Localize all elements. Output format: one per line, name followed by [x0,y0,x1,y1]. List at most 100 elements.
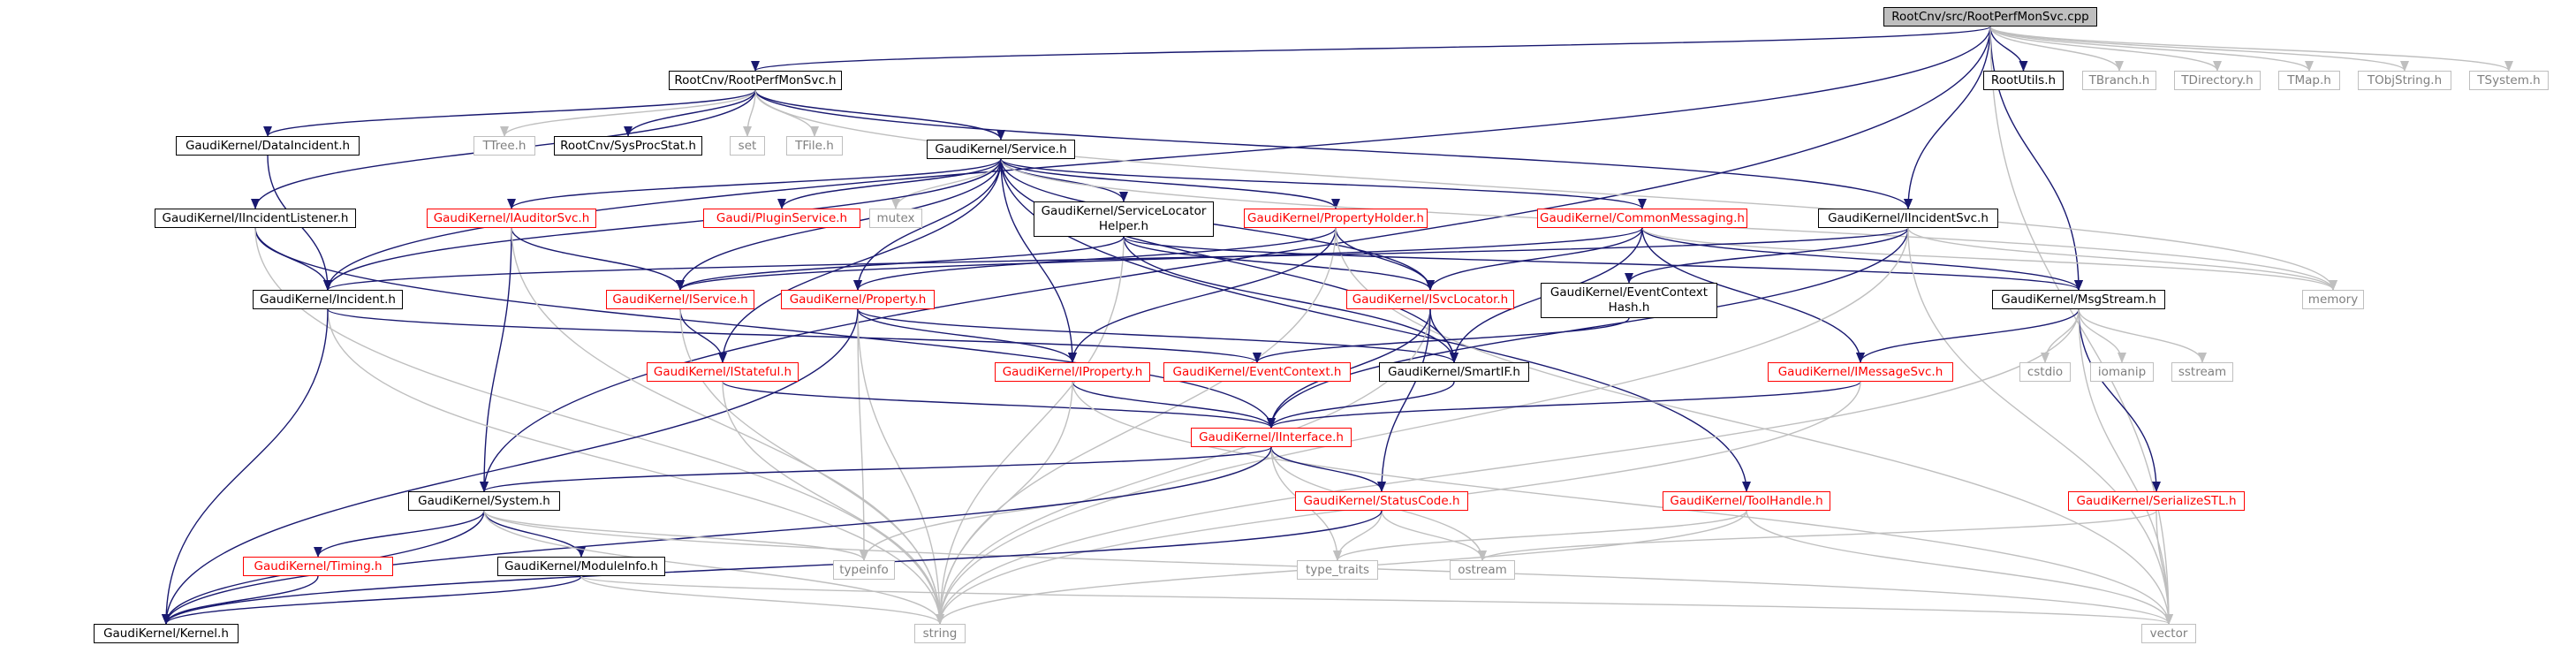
edge-iauditor-svc-h-to-iservice-h [511,227,685,291]
edge-root-perfmon-svc-cpp-to-incident-h [323,26,1991,291]
edge-service-h-to-mutex [891,158,1002,209]
node-common-messaging-h[interactable]: GaudiKernel/CommonMessaging.h [1537,209,1747,228]
edge-common-messaging-h-to-imessage-svc-h [1641,227,1865,363]
edge-msg-stream-h-to-vector [2078,308,2173,625]
edge-common-messaging-h-to-iservice-h [676,227,1643,291]
node-system-h[interactable]: GaudiKernel/System.h [408,491,560,511]
node-root-utils-h[interactable]: RootUtils.h [1983,71,2064,90]
edge-service-locator-helper-h-to-msg-stream-h [1123,236,2083,291]
edge-incident-h-to-kernel-h [162,308,329,625]
node-timing-h[interactable]: GaudiKernel/Timing.h [243,557,393,576]
edge-service-h-to-common-messaging-h [1000,158,1647,209]
edge-istateful-h-to-string [722,381,944,625]
edge-module-info-h-to-kernel-h [162,575,582,625]
node-service-locator-helper-h[interactable]: GaudiKernel/ServiceLocator Helper.h [1034,201,1214,237]
node-tobjstring-h[interactable]: TObjString.h [2358,71,2451,90]
node-sstream[interactable]: sstream [2171,362,2233,382]
edge-isvc-locator-h-to-iinterface-h [1267,308,1431,429]
edge-property-h-to-smartif-h [857,308,1458,363]
node-cstdio[interactable]: cstdio [2019,362,2071,382]
node-iauditor-svc-h[interactable]: GaudiKernel/IAuditorSvc.h [427,209,596,228]
node-vector[interactable]: vector [2141,624,2196,643]
edge-root-perfmon-svc-h-to-iincident-svc-h [754,89,1913,209]
node-event-context-hash-h[interactable]: GaudiKernel/EventContext Hash.h [1541,283,1717,318]
node-service-locator-helper-h-line1: GaudiKernel/ServiceLocator [1041,204,1207,218]
node-property-h[interactable]: GaudiKernel/Property.h [781,290,935,309]
node-service-h[interactable]: GaudiKernel/Service.h [927,140,1075,159]
edge-root-perfmon-svc-h-to-service-h [754,89,1005,140]
node-serialize-stl-h[interactable]: GaudiKernel/SerializeSTL.h [2068,491,2245,511]
node-set[interactable]: set [730,136,765,156]
node-tbranch-h[interactable]: TBranch.h [2082,71,2156,90]
edge-root-perfmon-svc-cpp-to-tsystem-h [1989,26,2513,72]
node-imessage-svc-h[interactable]: GaudiKernel/IMessageSvc.h [1768,362,1953,382]
node-status-code-h[interactable]: GaudiKernel/StatusCode.h [1295,491,1468,511]
edge-service-h-to-incident-h [323,158,1002,291]
edge-istateful-h-to-iinterface-h [722,381,1276,429]
node-event-context-h[interactable]: GaudiKernel/EventContext.h [1163,362,1351,382]
edge-imessage-svc-h-to-iinterface-h [1267,381,1861,429]
node-isvc-locator-h[interactable]: GaudiKernel/ISvcLocator.h [1346,290,1514,309]
edge-iincident-svc-h-to-iinterface-h [1267,227,1909,429]
edge-service-h-to-property-holder-h [1000,158,1340,209]
node-type-traits[interactable]: type_traits [1297,560,1378,580]
edge-msg-stream-h-to-imessage-svc-h [1856,308,2080,363]
node-iinterface-h[interactable]: GaudiKernel/IInterface.h [1191,428,1352,447]
edge-root-perfmon-svc-cpp-to-tmap-h [1989,26,2314,72]
node-msg-stream-h[interactable]: GaudiKernel/MsgStream.h [1992,290,2165,309]
edge-root-perfmon-svc-cpp-to-tdirectory-h [1989,26,2222,72]
edge-service-h-to-istateful-h [718,158,1002,363]
node-iomanip[interactable]: iomanip [2090,362,2154,382]
edge-iproperty-h-to-vector [1072,381,2173,625]
edge-smartif-h-to-iinterface-h [1267,381,1455,429]
node-root-perfmon-svc-cpp[interactable]: RootCnv/src/RootPerfMonSvc.cpp [1883,7,2097,27]
edge-service-h-to-isvc-locator-h [1000,158,1435,291]
edge-iservice-h-to-istateful-h [679,308,727,363]
edge-incident-h-to-event-context-h [327,308,1261,363]
node-memory[interactable]: memory [2302,290,2364,309]
edge-root-perfmon-svc-h-to-memory [754,89,2337,291]
node-istateful-h[interactable]: GaudiKernel/IStateful.h [647,362,799,382]
node-tfile-h[interactable]: TFile.h [786,136,843,156]
node-kernel-h[interactable]: GaudiKernel/Kernel.h [94,624,239,643]
edge-service-locator-helper-h-to-isvc-locator-h [1123,236,1435,291]
edge-system-h-to-string [483,510,944,625]
node-incident-h[interactable]: GaudiKernel/Incident.h [253,290,403,309]
edge-common-messaging-h-to-isvc-locator-h [1426,227,1643,291]
node-tool-handle-h[interactable]: GaudiKernel/ToolHandle.h [1663,491,1830,511]
edge-msg-stream-h-to-serialize-stl-h [2078,308,2161,492]
node-iincident-listener-h[interactable]: GaudiKernel/IIncidentListener.h [155,209,356,228]
node-event-context-hash-h-line1: GaudiKernel/EventContext [1549,285,1708,300]
node-data-incident-h[interactable]: GaudiKernel/DataIncident.h [176,136,360,156]
edge-status-code-h-to-kernel-h [162,510,1383,625]
node-ttree-h[interactable]: TTree.h [474,136,535,156]
edge-iinterface-h-to-status-code-h [1270,446,1386,492]
node-mutex[interactable]: mutex [869,209,922,228]
edge-module-info-h-to-string [580,575,944,625]
node-string[interactable]: string [914,624,966,643]
edge-root-perfmon-svc-cpp-to-iincident-svc-h [1904,26,1991,209]
edge-iincident-svc-h-to-incident-h [323,227,1909,291]
node-iservice-h[interactable]: GaudiKernel/IService.h [606,290,754,309]
node-plugin-service-h[interactable]: Gaudi/PluginService.h [703,209,860,228]
node-iincident-svc-h[interactable]: GaudiKernel/IIncidentSvc.h [1818,209,1998,228]
node-tdirectory-h[interactable]: TDirectory.h [2174,71,2261,90]
edge-property-h-to-kernel-h [162,308,859,625]
node-sys-proc-stat-h[interactable]: RootCnv/SysProcStat.h [554,136,702,156]
node-typeinfo[interactable]: typeinfo [833,560,895,580]
node-smartif-h[interactable]: GaudiKernel/SmartIF.h [1379,362,1529,382]
node-tmap-h[interactable]: TMap.h [2278,71,2340,90]
node-iproperty-h[interactable]: GaudiKernel/IProperty.h [995,362,1150,382]
node-ostream[interactable]: ostream [1450,560,1515,580]
node-root-perfmon-svc-h[interactable]: RootCnv/RootPerfMonSvc.h [669,71,842,90]
edge-serialize-stl-h-to-vector [2156,510,2173,625]
node-module-info-h[interactable]: GaudiKernel/ModuleInfo.h [497,557,665,576]
edge-tool-handle-h-to-vector [1746,510,2173,625]
node-property-holder-h[interactable]: GaudiKernel/PropertyHolder.h [1244,209,1428,228]
node-tsystem-h[interactable]: TSystem.h [2469,71,2549,90]
edge-root-perfmon-svc-h-to-ttree-h [500,89,756,137]
edge-property-h-to-iproperty-h [857,308,1077,363]
edge-isvc-locator-h-to-smartif-h [1429,308,1458,363]
edge-msg-stream-h-to-sstream [2078,308,2207,363]
